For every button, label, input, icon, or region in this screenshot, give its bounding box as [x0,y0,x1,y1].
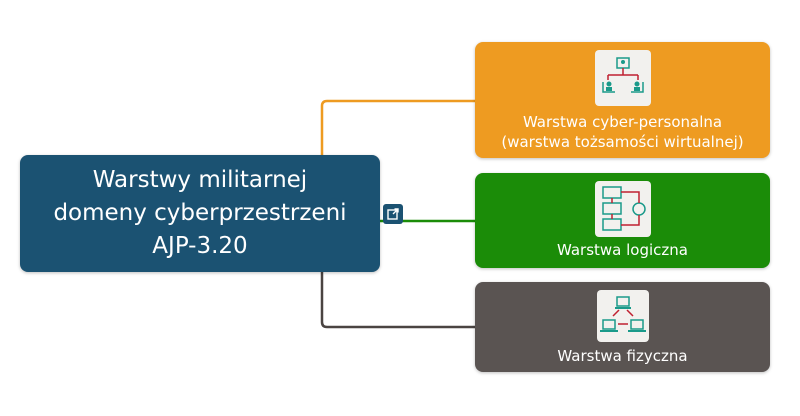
central-topic[interactable]: Warstwy militarnej domeny cyberprzestrze… [20,155,380,272]
connector-physical [320,272,475,329]
central-title-line: domeny cyberprzestrzeni [53,200,347,226]
topic-cyber-personal-layer[interactable]: Warstwa cyber-personalna (warstwa tożsamo… [475,42,770,158]
central-title-line: AJP-3.20 [152,233,248,259]
topic-label: (warstwa tożsamości wirtualnej) [501,133,744,151]
topic-physical-layer[interactable]: Warstwa fizyczna [475,282,770,372]
topic-label: Warstwa fizyczna [557,347,688,365]
external-link-icon[interactable] [383,204,403,224]
central-title-line: Warstwy militarnej [92,167,308,193]
topic-label: Warstwa cyber-personalna [522,113,723,131]
connector-cyber-personal [320,99,475,155]
flowchart-icon [594,181,651,237]
computer-network-icon [596,290,649,342]
users-network-icon [594,50,651,106]
topic-label: Warstwa logiczna [556,241,688,259]
topic-logical-layer[interactable]: Warstwa logiczna [475,173,770,268]
